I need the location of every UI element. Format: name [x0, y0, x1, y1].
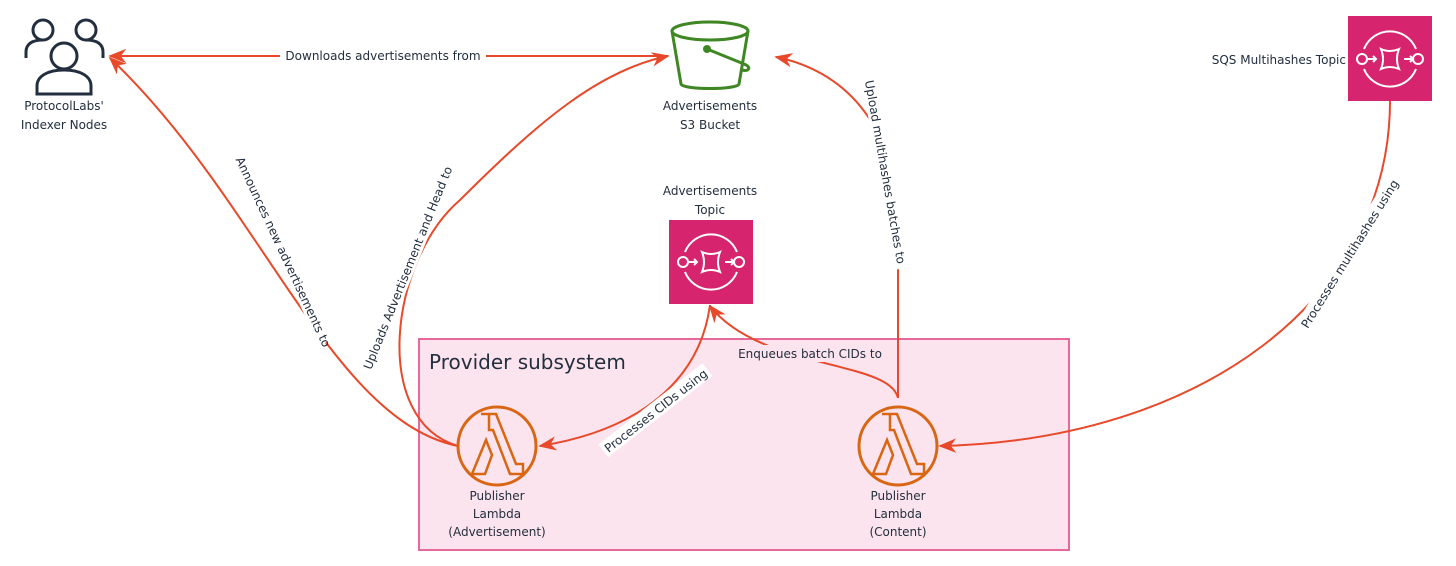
ads-topic-label-2: Topic: [694, 203, 725, 217]
lambda-content-label-3: (Content): [869, 525, 926, 539]
lambda-ad-label-2: Lambda: [473, 507, 521, 521]
publisher-lambda-content[interactable]: Publisher Lambda (Content): [857, 405, 939, 539]
edge-processes-multihashes[interactable]: [938, 100, 1391, 453]
edge-announces[interactable]: [108, 56, 459, 447]
advertisements-topic[interactable]: Advertisements Topic: [663, 184, 757, 304]
s3-bucket-icon: [670, 20, 751, 90]
ads-topic-label-1: Advertisements: [663, 184, 757, 198]
lambda-icon: [456, 405, 538, 487]
lambda-ad-label-3: (Advertisement): [448, 525, 545, 539]
lambda-content-label-2: Lambda: [874, 507, 922, 521]
edge-label-processes-multihashes: Processes multihashes using: [1298, 177, 1401, 331]
subsystem-title: Provider subsystem: [429, 350, 626, 374]
edge-label-upload-multihashes: Upload multihashes batches to: [862, 79, 908, 265]
publisher-lambda-advertisement[interactable]: Publisher Lambda (Advertisement): [448, 405, 546, 539]
edge-label-bg: [280, 46, 486, 66]
bucket-label-1: Advertisements: [663, 99, 757, 113]
multihashes-topic[interactable]: SQS Multihashes Topic: [1212, 16, 1432, 101]
mh-topic-label: SQS Multihashes Topic: [1212, 53, 1346, 67]
indexer-label-1: ProtocolLabs': [24, 99, 104, 113]
lambda-icon: [857, 405, 939, 487]
sqs-queue-icon: [1348, 16, 1432, 101]
lambda-content-label-1: Publisher: [870, 489, 925, 503]
edge-uploads-ad[interactable]: [398, 52, 670, 447]
indexer-label-2: Indexer Nodes: [21, 118, 107, 132]
users-icon: [24, 18, 105, 96]
edge-label-enqueues: Enqueues batch CIDs to: [738, 347, 882, 361]
edge-label-announces: Announces new advertisements to: [233, 155, 334, 350]
lambda-ad-label-1: Publisher: [469, 489, 524, 503]
indexer-nodes[interactable]: ProtocolLabs' Indexer Nodes: [21, 18, 107, 132]
edge-label-downloads: Downloads advertisements from: [285, 49, 480, 63]
sqs-queue-icon: [669, 220, 753, 304]
s3-bucket[interactable]: Advertisements S3 Bucket: [663, 20, 757, 132]
bucket-label-2: S3 Bucket: [680, 118, 740, 132]
